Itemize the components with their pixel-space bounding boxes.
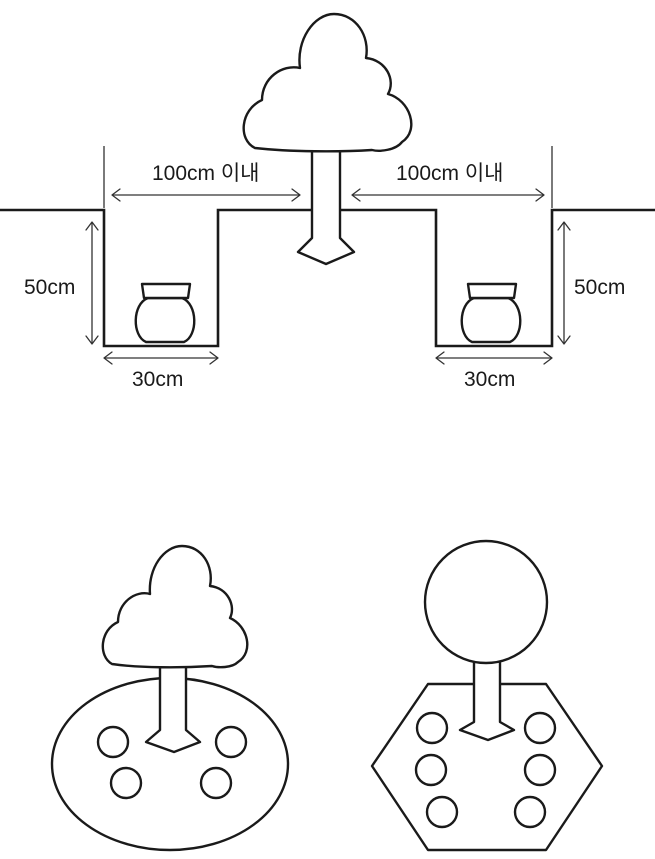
tree-trunk-section <box>296 146 356 266</box>
oval-tree-crown-icon <box>101 544 249 669</box>
left-width-label: 30cm <box>132 368 183 391</box>
left-width-dimension <box>103 351 219 365</box>
hexagon-fertilizer-hole <box>415 711 449 745</box>
round-tree-crown-icon <box>423 539 549 665</box>
oval-fertilizer-hole <box>199 766 233 800</box>
left-distance-label: 100cm 이내 <box>152 162 260 185</box>
hexagon-fertilizer-hole <box>425 795 459 829</box>
hexagon-layout-diagram <box>370 539 604 852</box>
oval-fertilizer-hole <box>214 725 248 759</box>
right-distance-dimension <box>351 188 545 202</box>
hexagon-tree-trunk <box>458 650 516 742</box>
left-fertilizer-jar-icon <box>134 282 196 344</box>
ground-profile <box>0 208 655 348</box>
hexagon-fertilizer-hole <box>414 753 448 787</box>
right-width-label: 30cm <box>464 368 515 391</box>
right-fertilizer-jar-icon <box>460 282 522 344</box>
hexagon-fertilizer-hole <box>523 711 557 745</box>
left-distance-dimension <box>111 188 301 202</box>
tree-crown-icon <box>242 12 413 153</box>
right-distance-label: 100cm 이내 <box>396 162 504 185</box>
right-depth-label: 50cm <box>574 276 625 299</box>
right-depth-dimension <box>557 221 571 345</box>
oval-fertilizer-hole <box>96 725 130 759</box>
hexagon-fertilizer-hole <box>523 753 557 787</box>
oval-fertilizer-hole <box>109 766 143 800</box>
right-width-dimension <box>435 351 553 365</box>
oval-layout-diagram <box>50 544 290 852</box>
hexagon-fertilizer-hole <box>513 795 547 829</box>
left-depth-label: 50cm <box>24 276 75 299</box>
left-depth-dimension <box>85 221 99 345</box>
